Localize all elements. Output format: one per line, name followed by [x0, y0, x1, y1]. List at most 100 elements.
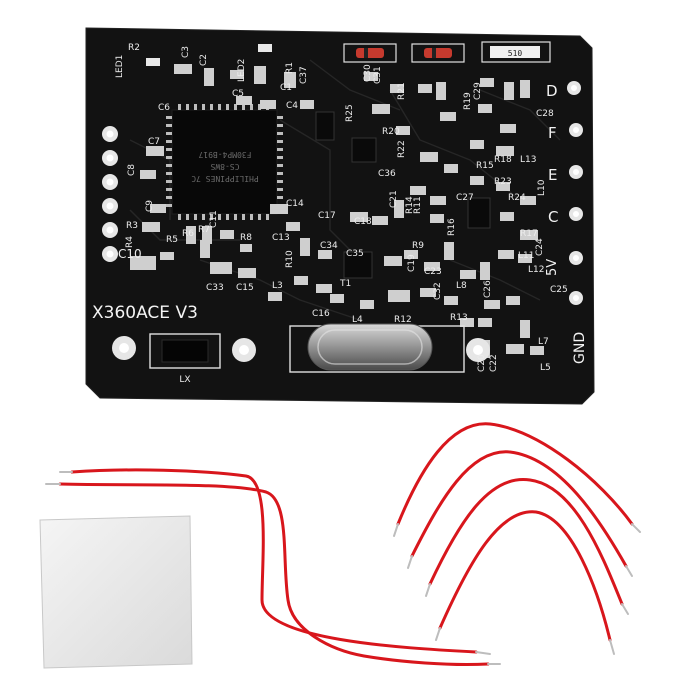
svg-text:R1: R1 — [285, 62, 295, 74]
svg-text:C5: C5 — [232, 89, 244, 99]
svg-text:R19: R19 — [463, 92, 473, 110]
svg-text:C1: C1 — [280, 83, 292, 93]
svg-text:R16: R16 — [447, 218, 457, 236]
small-chip-4 — [343, 251, 373, 279]
svg-text:C28: C28 — [536, 109, 554, 119]
svg-text:R17: R17 — [520, 229, 538, 239]
svg-text:R18: R18 — [494, 155, 512, 165]
svg-text:R2: R2 — [128, 43, 140, 53]
svg-text:LED1: LED1 — [115, 55, 125, 78]
svg-text:C19: C19 — [407, 254, 417, 272]
svg-text:R4: R4 — [125, 236, 135, 248]
pin-label-e: E — [548, 166, 557, 184]
chip-marking-1: PHILIPPINES 7C — [191, 174, 259, 183]
svg-text:R7: R7 — [198, 225, 210, 235]
board-model-label: X360ACE V3 — [92, 303, 198, 323]
svg-text:C26: C26 — [483, 280, 493, 298]
svg-text:R21: R21 — [397, 82, 407, 100]
led-1 — [146, 58, 160, 66]
svg-text:C4: C4 — [286, 101, 298, 111]
svg-text:C35: C35 — [346, 249, 364, 259]
pcb-traces — [129, 59, 561, 321]
svg-text:C24: C24 — [535, 238, 545, 256]
resistor-code: 510 — [508, 49, 523, 58]
pin-label-5v: 5V — [545, 259, 560, 276]
svg-text:L3: L3 — [272, 281, 283, 291]
svg-text:C17: C17 — [318, 211, 336, 221]
mounting-holes — [112, 336, 490, 362]
svg-text:L4: L4 — [352, 315, 363, 325]
svg-text:L10: L10 — [537, 179, 547, 196]
red-wire-5 — [428, 478, 624, 606]
chip-marking-2: CS-8WS — [210, 162, 239, 171]
diode-1 — [343, 43, 397, 63]
svg-text:L8: L8 — [456, 281, 467, 291]
svg-text:C18: C18 — [354, 217, 372, 227]
svg-text:C31: C31 — [373, 66, 383, 84]
red-wire-3 — [396, 422, 634, 526]
svg-text:R20: R20 — [382, 127, 400, 137]
pcb-board: PHILIPPINES 7C CS-8WS F30MP4-B917 510 — [85, 27, 595, 405]
crystal-oscillator — [289, 323, 465, 373]
side-pin-labels: D F E C 5V — [545, 82, 560, 276]
lx-label: LX — [179, 375, 190, 385]
led-2 — [258, 44, 272, 52]
pin-label-d: D — [546, 82, 558, 100]
red-wire-6 — [438, 510, 612, 642]
svg-text:C25: C25 — [550, 285, 568, 295]
svg-text:C15: C15 — [236, 283, 254, 293]
svg-text:C32: C32 — [433, 282, 443, 300]
gnd-label: GND — [572, 332, 588, 364]
svg-text:C23: C23 — [424, 267, 442, 277]
svg-text:L12: L12 — [528, 265, 544, 275]
svg-text:C13: C13 — [272, 233, 290, 243]
svg-text:C11: C11 — [209, 210, 219, 228]
lx-jumper: LX — [149, 333, 221, 385]
svg-text:C22: C22 — [489, 354, 499, 372]
red-wire-4 — [410, 450, 628, 568]
svg-text:L13: L13 — [520, 155, 536, 165]
svg-text:R9: R9 — [412, 241, 424, 251]
svg-text:C14: C14 — [286, 199, 304, 209]
svg-text:R12: R12 — [394, 315, 412, 325]
resistor-510: 510 — [481, 41, 551, 63]
svg-text:R5: R5 — [166, 235, 178, 245]
svg-text:R22: R22 — [397, 140, 407, 158]
svg-text:C30: C30 — [363, 64, 373, 82]
svg-text:C34: C34 — [320, 241, 338, 251]
svg-text:R11: R11 — [413, 196, 423, 214]
svg-text:C16: C16 — [312, 309, 330, 319]
svg-text:R14: R14 — [405, 196, 415, 214]
thermal-pad — [39, 515, 193, 669]
svg-text:C33: C33 — [206, 283, 224, 293]
svg-text:C10: C10 — [118, 247, 142, 261]
pin-label-c: C — [548, 208, 558, 226]
svg-text:C29: C29 — [473, 82, 483, 100]
svg-text:C21: C21 — [389, 190, 399, 208]
svg-text:C3: C3 — [181, 46, 191, 58]
left-pin-holes — [102, 126, 118, 262]
right-edge-pads — [567, 81, 583, 305]
red-wire-1 — [70, 468, 478, 654]
svg-text:R23: R23 — [494, 177, 512, 187]
svg-text:R25: R25 — [345, 104, 355, 122]
chip-marking-3: F30MP4-B917 — [198, 150, 251, 159]
svg-text:R10: R10 — [285, 250, 295, 268]
svg-text:C7: C7 — [148, 137, 160, 147]
svg-text:R6: R6 — [182, 229, 194, 239]
svg-text:R8: R8 — [240, 233, 252, 243]
svg-text:L5: L5 — [540, 363, 551, 373]
small-chip-3 — [467, 197, 491, 229]
main-chip: PHILIPPINES 7C CS-8WS F30MP4-B917 — [166, 104, 283, 220]
svg-text:C2: C2 — [199, 54, 209, 66]
svg-text:R3: R3 — [126, 221, 138, 231]
svg-text:C6: C6 — [158, 103, 170, 113]
svg-text:C37: C37 — [299, 66, 309, 84]
svg-text:L11: L11 — [518, 251, 534, 261]
svg-text:T1: T1 — [339, 279, 351, 289]
wire-tips — [45, 471, 641, 665]
svg-text:C20: C20 — [477, 354, 487, 372]
small-chip-1 — [315, 111, 335, 141]
svg-text:C9: C9 — [145, 200, 155, 212]
